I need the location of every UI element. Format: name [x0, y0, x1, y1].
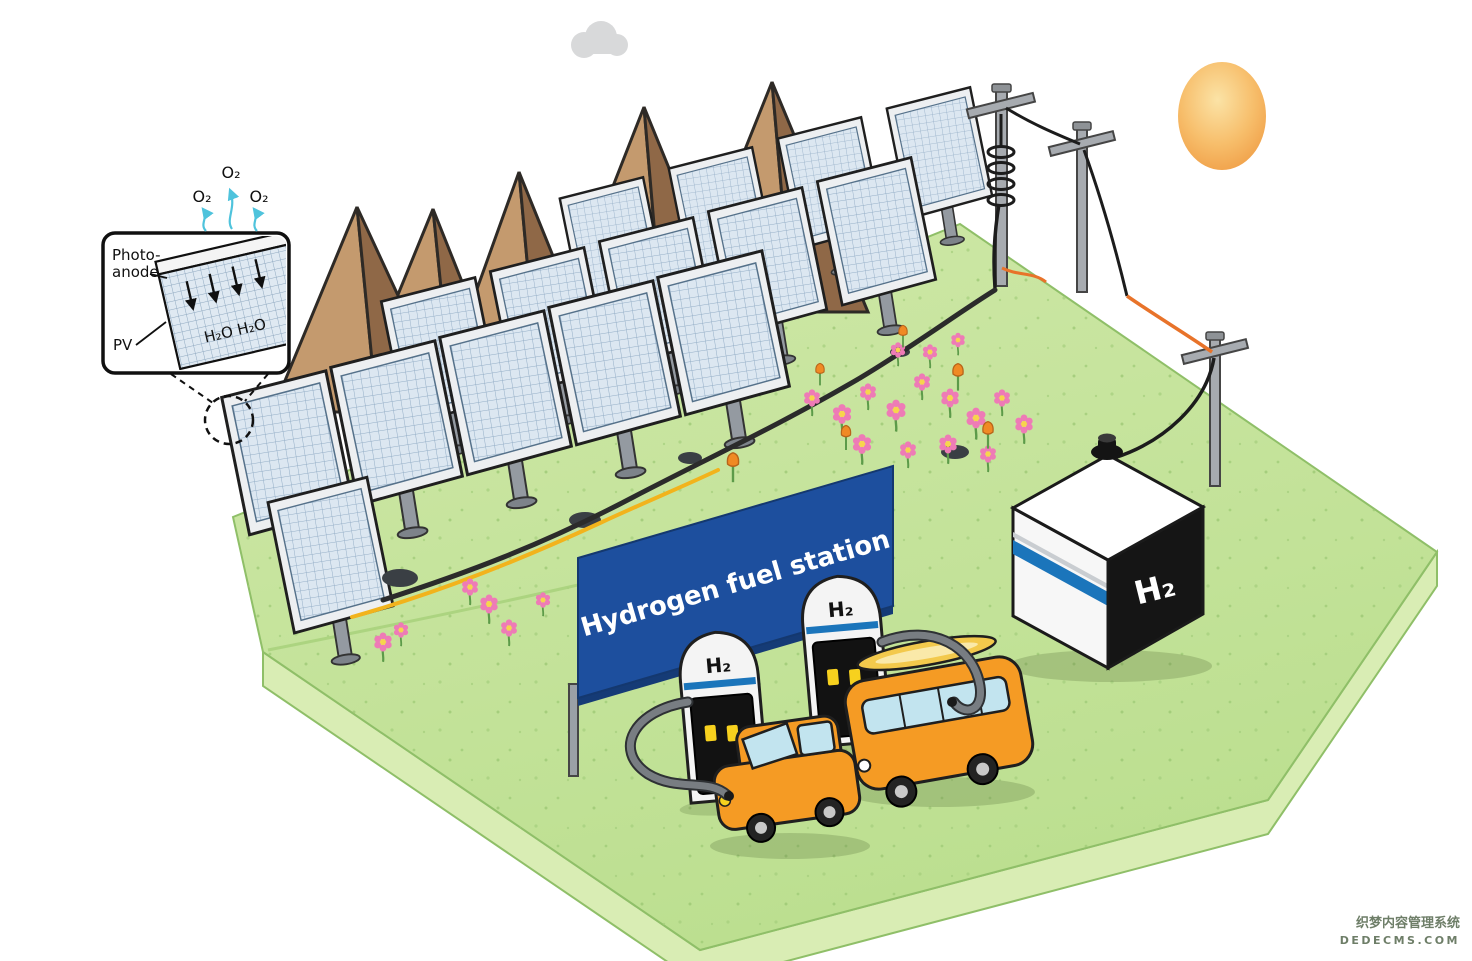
electron-arrow: [184, 280, 197, 311]
car-side-window: [796, 720, 836, 757]
hose-right: [878, 631, 984, 714]
pv-layer: [157, 243, 286, 370]
tank-gray-stripe: [1013, 532, 1108, 589]
o2-label-right: O₂: [249, 187, 268, 206]
dispenser-left-h2-label: H₂: [704, 652, 731, 678]
tank-top-face: [1009, 453, 1207, 562]
van-wheel-front-hub: [894, 785, 908, 799]
fuel-hoses: [624, 629, 986, 801]
dispenser-left-light-1: [704, 724, 717, 742]
power-pole-1: [965, 83, 1037, 289]
dispenser-right-light-1: [826, 668, 839, 686]
o2-label-left: O₂: [192, 187, 211, 206]
o2-arrow-middle: [227, 187, 240, 230]
power-pole-3: [1180, 331, 1250, 487]
station-sign: Hydrogen fuel station: [568, 464, 894, 777]
photoanode-label-line2: anode: [112, 263, 159, 281]
car-wheel-front-hub: [755, 821, 768, 834]
o2-label-middle: O₂: [221, 163, 240, 182]
inset-callout: H₂O H₂O Photo- anode PV O₂ O₂ O₂: [101, 163, 291, 446]
photoanode-label-line1: Photo-: [112, 246, 160, 264]
zoom-leader-right: [244, 373, 269, 402]
tank-cap: [1091, 444, 1123, 460]
car-shadow: [710, 833, 870, 859]
car-windshield: [740, 721, 799, 770]
sign-face: [577, 464, 894, 700]
wire-pole3-to-tank: [1113, 357, 1216, 460]
van-headlight: [857, 758, 872, 773]
wire-orange-span: [1126, 294, 1213, 354]
zoom-dashed-circle: [203, 394, 255, 446]
wire-pole2-down: [1082, 149, 1129, 297]
power-distribution: [965, 83, 1250, 487]
dispenser-left-stripe: [683, 677, 756, 691]
o2-arrow-right: [252, 207, 265, 232]
sun: [1178, 62, 1266, 170]
hydrogen-car: [710, 714, 870, 859]
yellow-cable: [350, 468, 720, 619]
hose-left: [626, 698, 731, 799]
watermark-line2: DEDECMS.COM: [1340, 934, 1460, 947]
inset-panel: H₂O H₂O: [154, 236, 286, 370]
pv-pointer: [135, 321, 167, 346]
electron-arrow: [207, 273, 220, 304]
wire-orange-base: [1001, 266, 1047, 284]
photoanode-pointer: [149, 273, 168, 279]
electron-arrow: [230, 266, 243, 297]
pv-label: PV: [113, 336, 133, 354]
tank-blue-stripe: [1013, 540, 1108, 606]
dispenser-right-h2-label: H₂: [827, 596, 854, 622]
watermark-line1: 织梦内容管理系统: [1356, 915, 1460, 931]
watermark: 织梦内容管理系统 DEDECMS.COM: [1340, 915, 1460, 947]
car-wheel-rear-hub: [823, 806, 836, 819]
power-pole-2: [1047, 121, 1117, 293]
panel-power-cable: [380, 287, 998, 603]
tank-cap-top: [1098, 433, 1116, 443]
ground-cables: [350, 287, 998, 619]
nozzle-right: [947, 697, 957, 707]
electron-arrow: [253, 258, 266, 289]
van-wheel-rear-hub: [976, 762, 990, 776]
zoom-leader-left: [170, 373, 214, 404]
nozzle-left: [724, 791, 734, 801]
cloud: [571, 21, 628, 58]
sign-post: [568, 683, 579, 777]
hydrogen-tank: H₂: [1008, 433, 1212, 682]
wire-pole1-pole2: [1005, 106, 1081, 146]
o2-arrow-left: [201, 207, 214, 232]
van-window-band: [861, 675, 1011, 735]
power-lines: [1001, 106, 1216, 460]
dispenser-right-stripe: [805, 620, 879, 635]
